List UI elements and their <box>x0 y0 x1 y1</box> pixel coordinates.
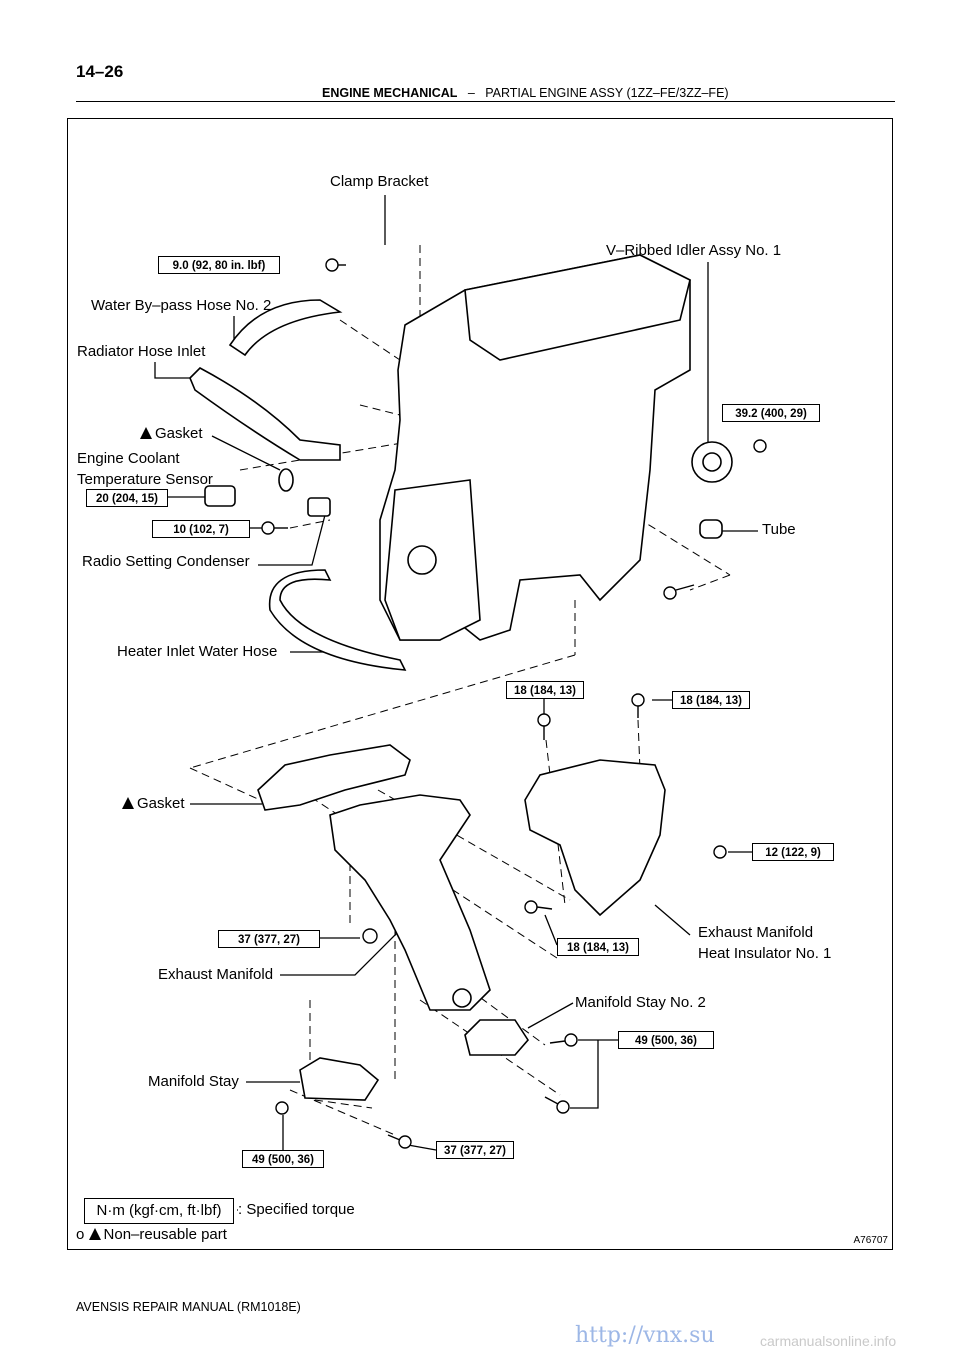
label-ect-sensor-line1: Engine Coolant <box>77 450 180 467</box>
label-gasket-top: Gasket <box>140 425 203 442</box>
torque-condenser: 10 (102, 7) <box>152 520 250 538</box>
torque-idler: 39.2 (400, 29) <box>722 404 820 422</box>
legend-nonreusable-text: Non–reusable part <box>103 1226 227 1243</box>
label-gasket-bottom: Gasket <box>122 795 185 812</box>
subsection-title: PARTIAL ENGINE ASSY (1ZZ–FE/3ZZ–FE) <box>485 86 729 100</box>
label-manifold-stay-2: Manifold Stay No. 2 <box>575 994 706 1011</box>
torque-insulator-bolt-d: 18 (184, 13) <box>557 938 639 956</box>
torque-manifold-stay: 49 (500, 36) <box>242 1150 324 1168</box>
torque-exhaust-manifold: 37 (377, 27) <box>218 930 320 948</box>
legend-torque-text: : Specified torque <box>238 1201 355 1218</box>
section-title: ENGINE MECHANICAL <box>322 86 458 100</box>
nonreusable-icon <box>140 427 152 439</box>
footer-manual: AVENSIS REPAIR MANUAL (RM1018E) <box>76 1300 301 1314</box>
label-heat-insulator-line1: Exhaust Manifold <box>698 924 814 941</box>
figure-reference: A76707 <box>853 1235 888 1246</box>
torque-ect-sensor: 20 (204, 15) <box>86 489 168 507</box>
legend-prefix: o <box>76 1226 85 1243</box>
torque-clamp-bracket: 9.0 (92, 80 in. lbf) <box>158 256 280 274</box>
page-number: 14–26 <box>76 62 124 81</box>
label-radio-setting-condenser: Radio Setting Condenser <box>82 553 250 570</box>
label-ect-sensor-line2: Temperature Sensor <box>77 471 213 488</box>
header-rule <box>76 101 895 102</box>
gasket-top-text: Gasket <box>155 425 203 442</box>
label-clamp-bracket: Clamp Bracket <box>330 173 429 190</box>
nonreusable-icon <box>88 1228 101 1240</box>
label-heater-inlet-hose: Heater Inlet Water Hose <box>117 643 278 660</box>
legend-nonreusable: o Non–reusable part <box>76 1226 227 1243</box>
section-heading: ENGINE MECHANICAL – PARTIAL ENGINE ASSY … <box>322 86 729 100</box>
label-manifold-stay: Manifold Stay <box>148 1073 239 1090</box>
label-tube: Tube <box>762 521 796 538</box>
gasket-bottom-text: Gasket <box>137 795 185 812</box>
legend-torque-unit: N·m (kgf·cm, ft·lbf) <box>84 1198 234 1224</box>
heading-separator: – <box>467 86 475 100</box>
watermark-site: carmanualsonline.info <box>760 1333 897 1349</box>
figure-frame <box>67 118 893 1250</box>
label-water-bypass-hose: Water By–pass Hose No. 2 <box>91 297 272 314</box>
label-exhaust-manifold: Exhaust Manifold <box>158 966 274 983</box>
label-heat-insulator-line2: Heat Insulator No. 1 <box>698 945 832 962</box>
torque-manifold-stay-2: 49 (500, 36) <box>618 1031 714 1049</box>
nonreusable-icon <box>122 797 134 809</box>
torque-manifold-stay-b: 37 (377, 27) <box>436 1141 514 1159</box>
label-radiator-hose-inlet: Radiator Hose Inlet <box>77 343 206 360</box>
torque-insulator-bolt-b: 18 (184, 13) <box>672 691 750 709</box>
label-idler-assy: V–Ribbed Idler Assy No. 1 <box>606 242 782 259</box>
watermark-link[interactable]: http://vnx.su <box>575 1323 715 1348</box>
torque-insulator-bolt-a: 18 (184, 13) <box>506 681 584 699</box>
torque-insulator-bolt-c: 12 (122, 9) <box>752 843 834 861</box>
